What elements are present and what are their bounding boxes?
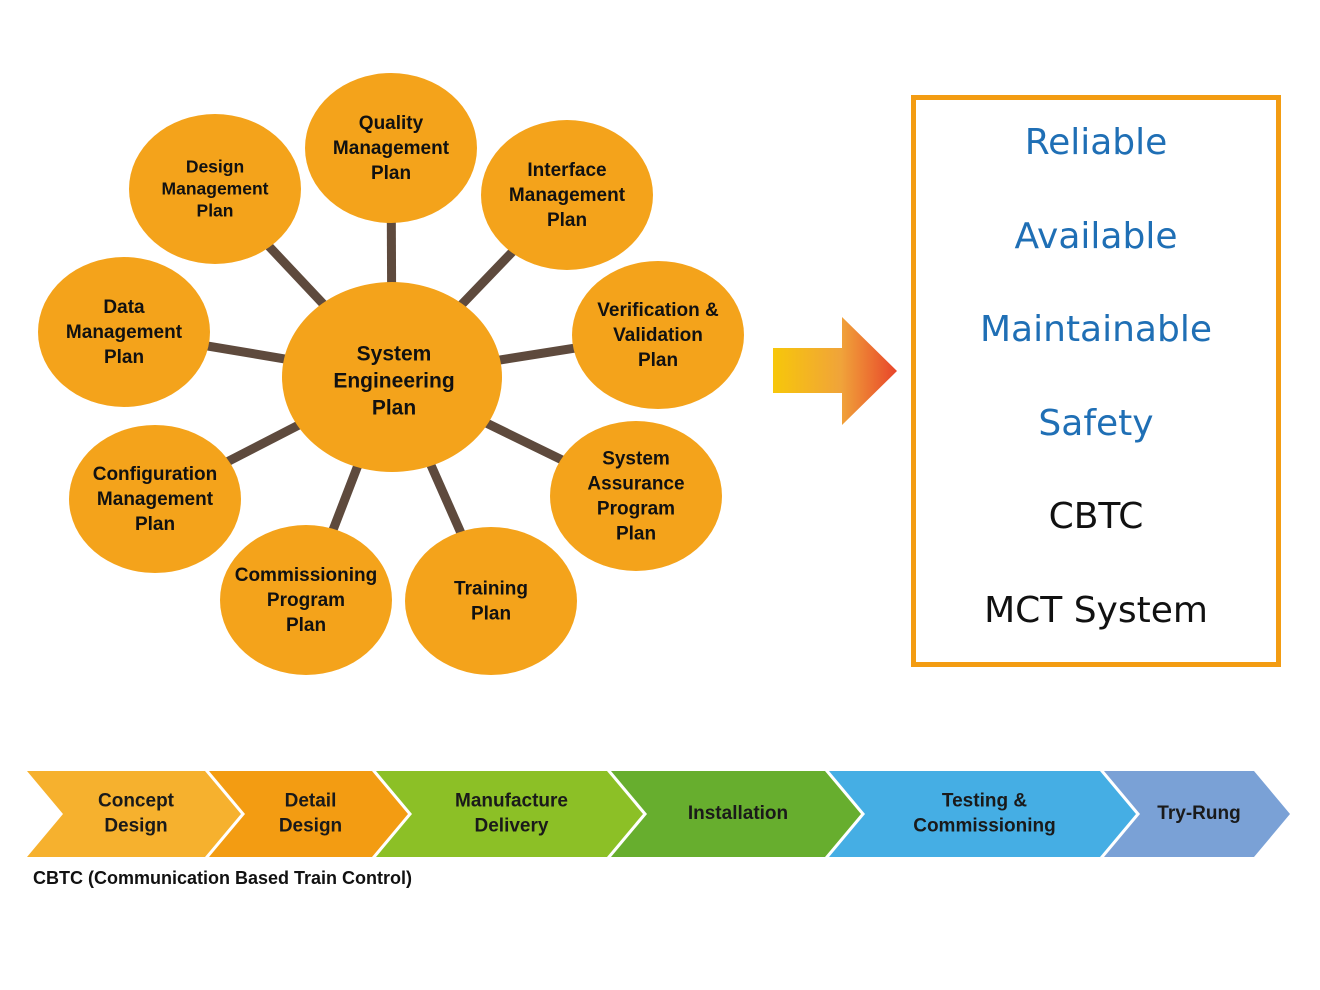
plan-node-design-shape <box>129 114 301 264</box>
plan-node-data-label-line: Management <box>66 322 183 343</box>
phase-label-line: Testing & <box>942 791 1027 812</box>
plan-node-quality-label-line: Quality <box>359 113 424 134</box>
plan-node-verification-shape <box>572 261 744 409</box>
phase-chevron-shape <box>611 771 861 857</box>
benefit-available: Available <box>1014 216 1178 257</box>
plan-node-assurance-shape <box>550 421 722 571</box>
benefit-mct-system: MCT System <box>984 590 1208 631</box>
hub-node-label-line: Plan <box>372 397 416 420</box>
phase-label-line: Design <box>104 816 167 837</box>
plan-node-quality-label-line: Plan <box>371 163 411 184</box>
plan-node-configuration-label-line: Configuration <box>93 464 218 485</box>
plan-node-commissioning-shape <box>220 525 392 675</box>
plan-node-commissioning-label-line: Commissioning <box>235 565 378 586</box>
plan-node-data-label-line: Data <box>103 297 145 318</box>
hub-node-shape <box>282 282 502 472</box>
plan-node-training-label-line: Plan <box>471 604 511 625</box>
phase-chevron: Installation <box>611 771 861 857</box>
plan-node-assurance-label-line: System <box>602 449 670 470</box>
phase-chevron: Try-Rung <box>1104 771 1290 857</box>
phase-chevron-shape <box>1104 771 1290 857</box>
hub-node-label-line: Engineering <box>333 370 454 393</box>
plan-node-data-label-line: Plan <box>104 347 144 368</box>
plan-node-design-label-line: Design <box>186 157 244 177</box>
phase-label-line: Concept <box>98 791 175 812</box>
plan-node-configuration-label-line: Plan <box>135 514 175 535</box>
plan-node-interface-shape <box>481 120 653 270</box>
plan-node-interface-label-line: Plan <box>547 210 587 231</box>
plan-node-training-shape <box>405 527 577 675</box>
benefits-box: Reliable Available Maintainable Safety C… <box>911 95 1281 667</box>
benefit-safety: Safety <box>1038 403 1154 444</box>
hub-node-label-line: System <box>357 343 432 366</box>
plan-node-design-label-line: Management <box>162 179 269 199</box>
benefit-reliable: Reliable <box>1024 122 1168 163</box>
phase-chevron-shape <box>209 771 408 857</box>
arrow-right-icon <box>773 317 897 425</box>
plan-node-assurance-label-line: Plan <box>616 524 656 545</box>
phase-label-line: Installation <box>688 803 788 824</box>
plan-node-interface-label-line: Management <box>509 185 626 206</box>
plan-node-quality-label-line: Management <box>333 138 450 159</box>
plan-node-commissioning-label-line: Plan <box>286 615 326 636</box>
plan-node-design-label-line: Plan <box>197 201 234 221</box>
phase-label-line: Design <box>279 816 342 837</box>
plan-node-verification-label-line: Validation <box>613 325 703 346</box>
phase-chevron-shape <box>829 771 1136 857</box>
plan-node-assurance-label-line: Assurance <box>587 474 684 495</box>
plan-node-assurance-label-line: Program <box>597 499 675 520</box>
plan-node-interface-label-line: Interface <box>527 160 606 181</box>
plan-node-commissioning-label-line: Program <box>267 590 345 611</box>
plan-node-configuration-label-line: Management <box>97 489 214 510</box>
phase-label-line: Manufacture <box>455 791 568 812</box>
plan-node-verification-label-line: Verification & <box>597 300 719 321</box>
phase-label-line: Detail <box>285 791 337 812</box>
lifecycle-phases: ConceptDesignDetailDesignManufactureDeli… <box>27 771 1290 857</box>
plan-node-training-label-line: Training <box>454 579 528 600</box>
plan-node-data-shape <box>38 257 210 407</box>
plan-node-verification-label-line: Plan <box>638 350 678 371</box>
phase-chevron: Testing & Commissioning <box>829 771 1136 857</box>
plan-node-configuration-shape <box>69 425 241 573</box>
plan-node-quality-shape <box>305 73 477 223</box>
benefit-maintainable: Maintainable <box>980 309 1212 350</box>
phase-chevron-shape <box>376 771 643 857</box>
phase-label-line: Delivery <box>475 816 549 837</box>
phase-chevron-shape <box>27 771 241 857</box>
phase-label-line: Commissioning <box>913 816 1056 837</box>
phase-label-line: Try-Rung <box>1157 803 1240 824</box>
footnote: CBTC (Communication Based Train Control) <box>33 868 413 888</box>
benefit-cbtc: CBTC <box>1048 496 1144 537</box>
